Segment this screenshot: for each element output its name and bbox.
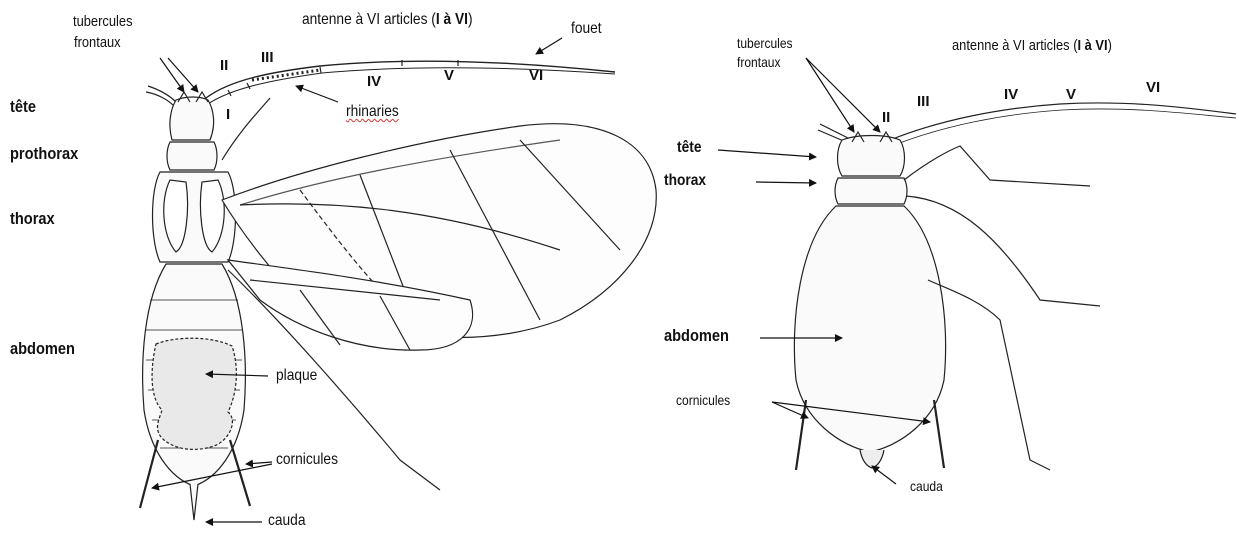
label-abdomen-right: abdomen: [664, 327, 729, 344]
label-antenne-right: antenne à VI articles (I à VI): [952, 38, 1112, 53]
arrow-cornicules-left-a: [246, 462, 272, 464]
label-antenne-left: antenne à VI articles (I à VI): [302, 12, 473, 28]
label-fouet: fouet: [571, 21, 602, 37]
label-plaque: plaque: [276, 368, 317, 384]
label-cauda-right: cauda: [910, 479, 943, 493]
arrow-tubercules-right-a: [806, 58, 854, 132]
label-article-I-left: I: [226, 107, 230, 122]
arrow-tete-right: [718, 150, 816, 157]
label-thorax-right: thorax: [664, 173, 706, 189]
label-article-IV-left: IV: [367, 74, 381, 89]
arrow-rhinaries: [296, 86, 338, 102]
label-article-VI-left: VI: [529, 68, 543, 83]
label-prothorax-left: prothorax: [10, 145, 78, 162]
label-tete-left: tête: [10, 98, 36, 115]
label-tubercules-left: tubercules: [73, 14, 133, 29]
label-article-V-right: V: [1066, 87, 1076, 102]
label-cornicules-left: cornicules: [276, 452, 338, 468]
label-article-IV-right: IV: [1004, 87, 1018, 102]
label-cauda-left: cauda: [268, 513, 305, 529]
arrow-tubercules-right-b: [806, 58, 880, 132]
arrow-cauda-right: [872, 466, 896, 484]
winged-aphid-illustration: [140, 60, 656, 520]
label-tete-right: tête: [677, 140, 701, 156]
arrow-fouet: [536, 38, 562, 54]
label-article-V-left: V: [444, 68, 454, 83]
wingless-aphid-illustration: [794, 103, 1236, 470]
label-rhinaries: rhinaries: [346, 104, 399, 120]
label-thorax-left: thorax: [10, 210, 55, 227]
label-article-III-left: III: [261, 50, 274, 65]
label-article-II-left: II: [220, 58, 228, 73]
label-frontaux-left: frontaux: [74, 35, 121, 50]
label-article-II-right: II: [882, 110, 890, 125]
label-article-III-right: III: [917, 94, 930, 109]
label-article-VI-right: VI: [1146, 80, 1160, 95]
arrow-thorax-right: [756, 182, 816, 183]
label-tubercules-right: tubercules: [737, 36, 793, 50]
label-cornicules-right: cornicules: [676, 393, 730, 407]
label-frontaux-right: frontaux: [737, 55, 781, 69]
label-abdomen-left: abdomen: [10, 340, 75, 357]
